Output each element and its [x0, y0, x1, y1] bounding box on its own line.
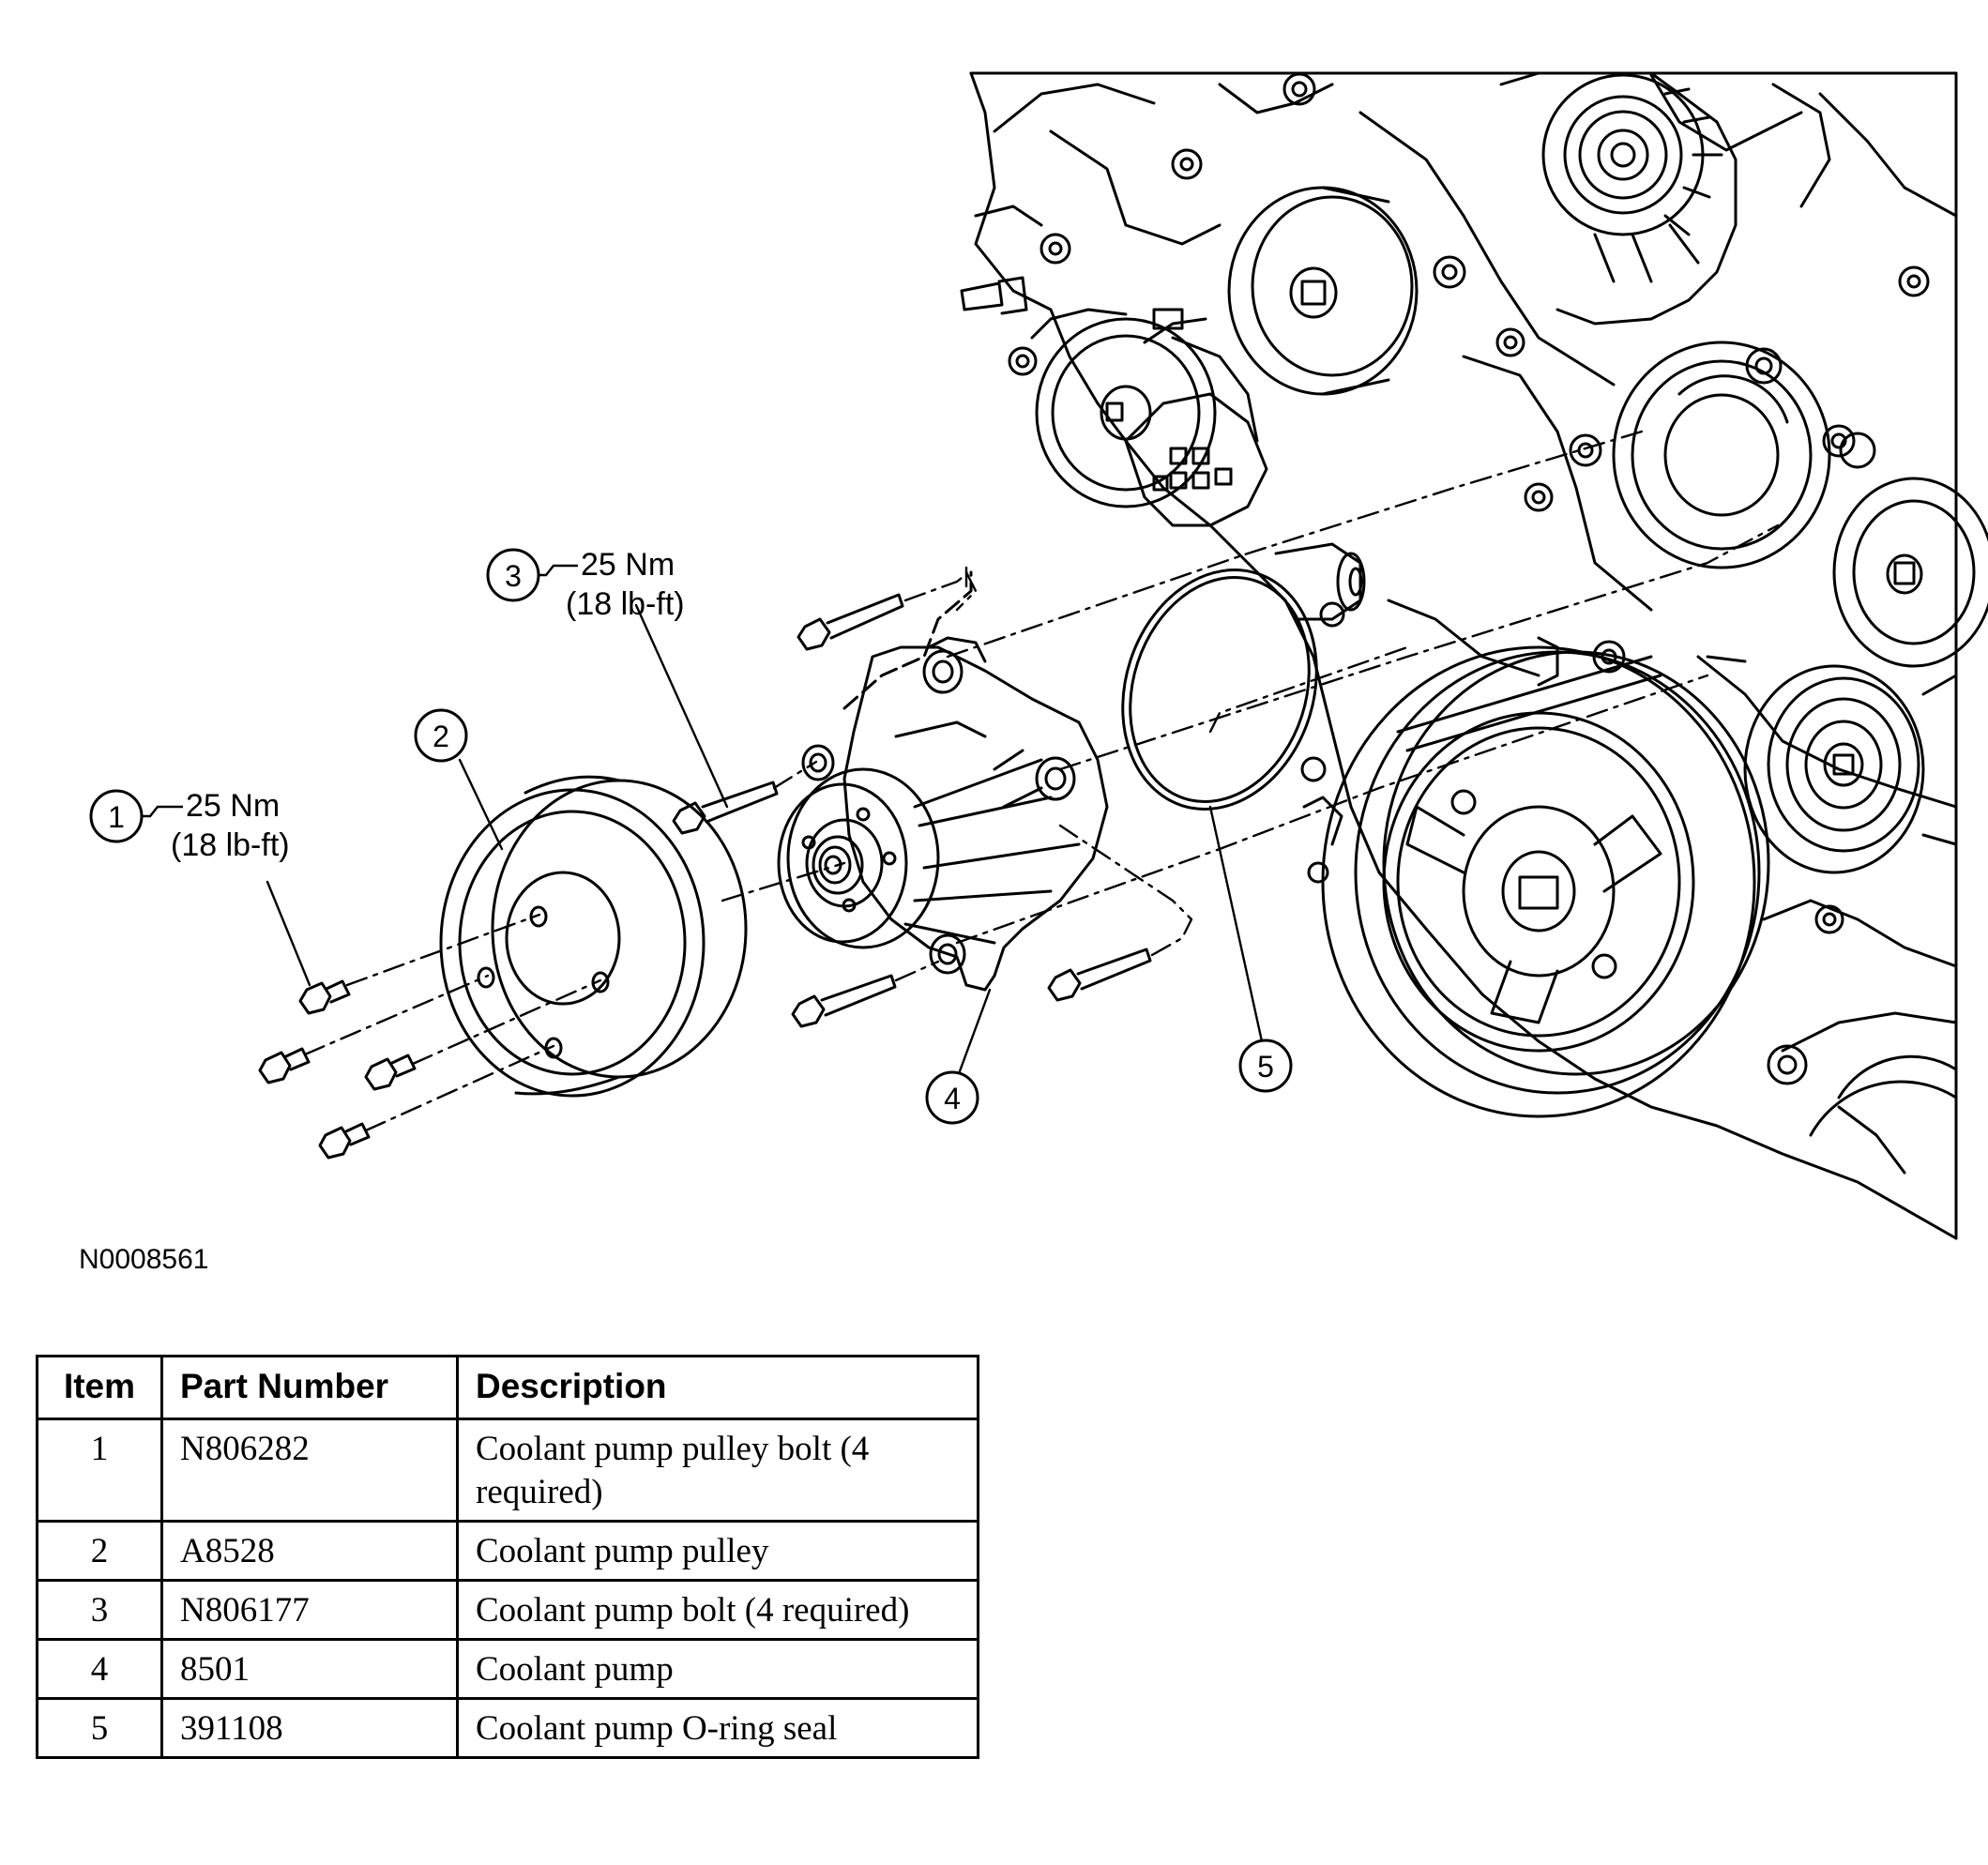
table-row: 5 391108 Coolant pump O-ring seal	[36, 1697, 979, 1759]
upper-right-pulley	[1612, 341, 1831, 569]
callout-4: 4	[925, 1070, 979, 1125]
figure-id: N0008561	[79, 1244, 209, 1275]
callout-3: 3 25 Nm (18 lb-ft)	[486, 547, 685, 622]
row-description: Coolant pump pulley	[456, 1520, 979, 1582]
row-description: Coolant pump bolt (4 required)	[456, 1579, 979, 1641]
row-description: Coolant pump pulley bolt (4 required)	[456, 1418, 979, 1523]
pulley-bolts	[258, 979, 417, 1160]
table-row: 3 N806177 Coolant pump bolt (4 required)	[36, 1579, 979, 1641]
row-part-number: N806282	[160, 1418, 459, 1523]
coolant-pump	[777, 570, 1109, 992]
row-description: Coolant pump O-ring seal	[456, 1697, 979, 1759]
row-item: 4	[36, 1638, 163, 1700]
callout-3-torque-imperial: (18 lb-ft)	[566, 586, 685, 622]
callout-3-torque-metric: 25 Nm	[581, 547, 675, 583]
table-row: 1 N806282 Coolant pump pulley bolt (4 re…	[36, 1418, 979, 1523]
lower-idler-pulley	[1743, 664, 1958, 874]
row-item: 2	[36, 1520, 163, 1582]
row-part-number: 8501	[160, 1638, 459, 1700]
exploded-view-illustration: 1 25 Nm (18 lb-ft) 2 3 25 Nm (18 lb-ft) …	[89, 71, 1988, 1240]
alignment-dash-lines	[303, 430, 1780, 1132]
table-row: 4 8501 Coolant pump	[36, 1638, 979, 1700]
callout-5: 5	[1238, 1039, 1293, 1093]
pump-bolts	[672, 593, 1152, 1028]
callout-4-number: 4	[944, 1082, 961, 1115]
row-description: Coolant pump	[456, 1638, 979, 1700]
belt-tensioner	[1030, 308, 1259, 508]
row-item: 5	[36, 1697, 163, 1759]
coolant-pump-pulley	[439, 775, 748, 1098]
row-part-number: N806177	[160, 1579, 459, 1641]
engine-front-cover	[960, 71, 1958, 1240]
alternator	[1499, 71, 1831, 326]
row-item: 1	[36, 1418, 163, 1523]
callout-1-torque-metric: 25 Nm	[186, 788, 280, 824]
row-item: 3	[36, 1579, 163, 1641]
callout-1-number: 1	[108, 800, 125, 834]
header-description: Description	[456, 1355, 979, 1420]
callout-2: 2	[414, 708, 468, 763]
row-part-number: 391108	[160, 1697, 459, 1759]
drive-belt-path	[1396, 655, 1747, 752]
callout-2-number: 2	[433, 720, 449, 753]
header-item: Item	[36, 1355, 163, 1420]
far-right-pulley	[1832, 477, 1988, 668]
callout-1: 1 25 Nm (18 lb-ft)	[89, 788, 290, 863]
row-part-number: A8528	[160, 1520, 459, 1582]
o-ring-seal	[1121, 569, 1318, 811]
callout-5-number: 5	[1257, 1050, 1274, 1084]
table-header-row: Item Part Number Description	[36, 1355, 979, 1420]
table-row: 2 A8528 Coolant pump pulley	[36, 1520, 979, 1582]
header-part-number: Part Number	[160, 1355, 459, 1420]
parts-table: Item Part Number Description 1 N806282 C…	[36, 1355, 979, 1759]
idler-pulley-upper	[1227, 186, 1419, 396]
callout-3-number: 3	[505, 559, 522, 593]
callout-1-torque-imperial: (18 lb-ft)	[171, 827, 290, 863]
callout-leaders	[266, 603, 1264, 1081]
